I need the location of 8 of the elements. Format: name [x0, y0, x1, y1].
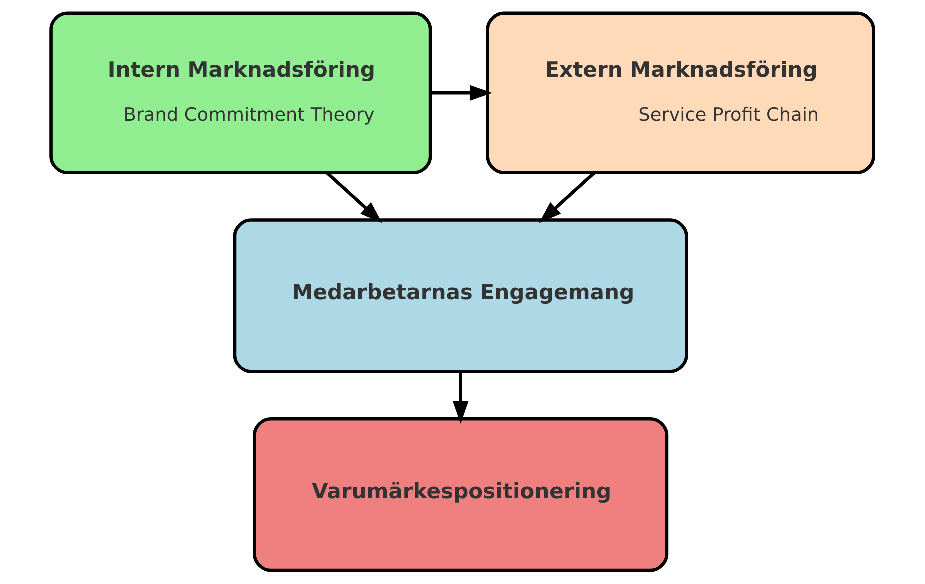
arrow — [453, 372, 469, 424]
node-box: Intern Marknadsföring Brand Commitment Theory — [50, 12, 432, 174]
arrow — [539, 172, 596, 224]
arrow — [326, 172, 382, 224]
node-box: Varumärkespositionering — [253, 417, 669, 572]
arrow — [430, 85, 492, 101]
node-box: Medarbetarnas Engagemang — [233, 218, 688, 374]
node-box: Extern Marknadsföring Service Profit Chain — [486, 12, 876, 174]
